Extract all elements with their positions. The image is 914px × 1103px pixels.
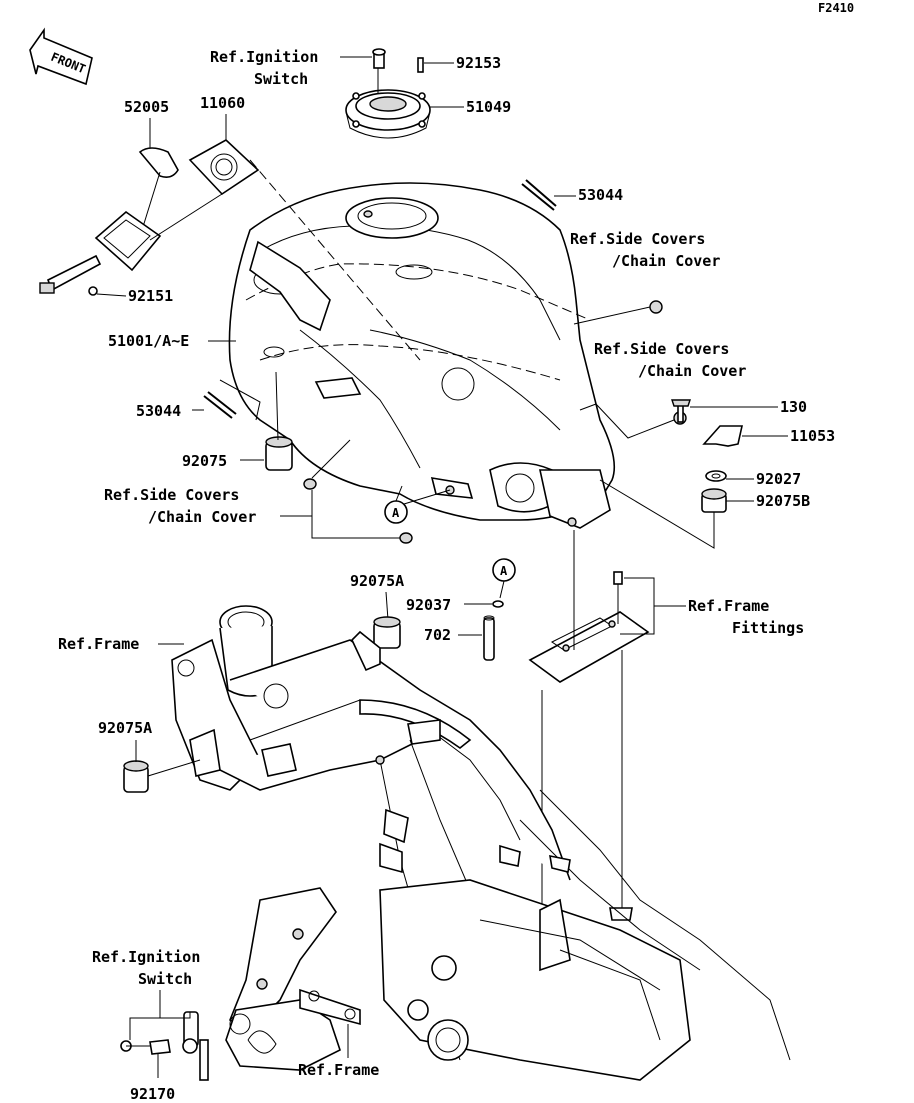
ref-side-3-line1: Ref.Side Covers — [104, 486, 239, 504]
label-92075B: 92075B — [756, 492, 810, 510]
label-53044-top: 53044 — [578, 186, 623, 204]
fuel-tank — [228, 159, 616, 529]
reference-a-pin: A — [492, 558, 516, 582]
svg-text:A: A — [500, 564, 508, 578]
reference-a-tank: A — [384, 500, 408, 524]
ref-frame-fittings-line2: Fittings — [732, 619, 804, 637]
right-mount-parts — [671, 399, 743, 513]
ref-frame-bottom: Ref.Frame — [298, 1061, 379, 1079]
label-92153: 92153 — [456, 54, 501, 72]
svg-text:A: A — [392, 506, 400, 520]
fuel-cap-assembly — [345, 48, 431, 139]
label-53044-left: 53044 — [136, 402, 181, 420]
ref-side-1-line2: /Chain Cover — [612, 252, 720, 270]
damper-92075A-left — [123, 760, 149, 793]
label-92151: 92151 — [128, 287, 173, 305]
label-11053: 11053 — [790, 427, 835, 445]
fuel-pump-assembly — [39, 139, 260, 296]
rubber-strip-top — [521, 179, 557, 211]
label-92075A-top: 92075A — [350, 572, 404, 590]
label-130: 130 — [780, 398, 807, 416]
ref-side-1-line1: Ref.Side Covers — [570, 230, 705, 248]
ref-side-3-line2: /Chain Cover — [148, 508, 256, 526]
label-92037: 92037 — [406, 596, 451, 614]
label-702: 702 — [424, 626, 451, 644]
motorcycle-frame — [171, 605, 791, 1081]
label-92075A-left: 92075A — [98, 719, 152, 737]
ref-ignition-top-line2: Switch — [254, 70, 308, 88]
damper-92075A-top — [373, 616, 401, 649]
rubber-strip-left — [203, 391, 237, 419]
label-92027: 92027 — [756, 470, 801, 488]
label-52005: 52005 — [124, 98, 169, 116]
ref-ignition-bottom-line2: Switch — [138, 970, 192, 988]
diagram-code: F2410 — [818, 1, 854, 15]
label-92170: 92170 — [130, 1085, 175, 1103]
ref-frame-fittings-line1: Ref.Frame — [688, 597, 769, 615]
label-92075: 92075 — [182, 452, 227, 470]
damper-92075 — [265, 436, 293, 471]
ignition-bracket-assembly — [120, 887, 361, 1081]
label-11060: 11060 — [200, 94, 245, 112]
pin-702 — [483, 615, 495, 661]
ref-ignition-top-line1: Ref.Ignition — [210, 48, 318, 66]
ref-side-2-line1: Ref.Side Covers — [594, 340, 729, 358]
label-51049: 51049 — [466, 98, 511, 116]
front-arrow: FRONT — [29, 27, 93, 86]
ref-frame-left: Ref.Frame — [58, 635, 139, 653]
frame-fittings-bracket — [528, 530, 650, 960]
label-51001: 51001/A~E — [108, 332, 189, 350]
ref-side-2-line2: /Chain Cover — [638, 362, 746, 380]
ref-ignition-bottom-line1: Ref.Ignition — [92, 948, 200, 966]
